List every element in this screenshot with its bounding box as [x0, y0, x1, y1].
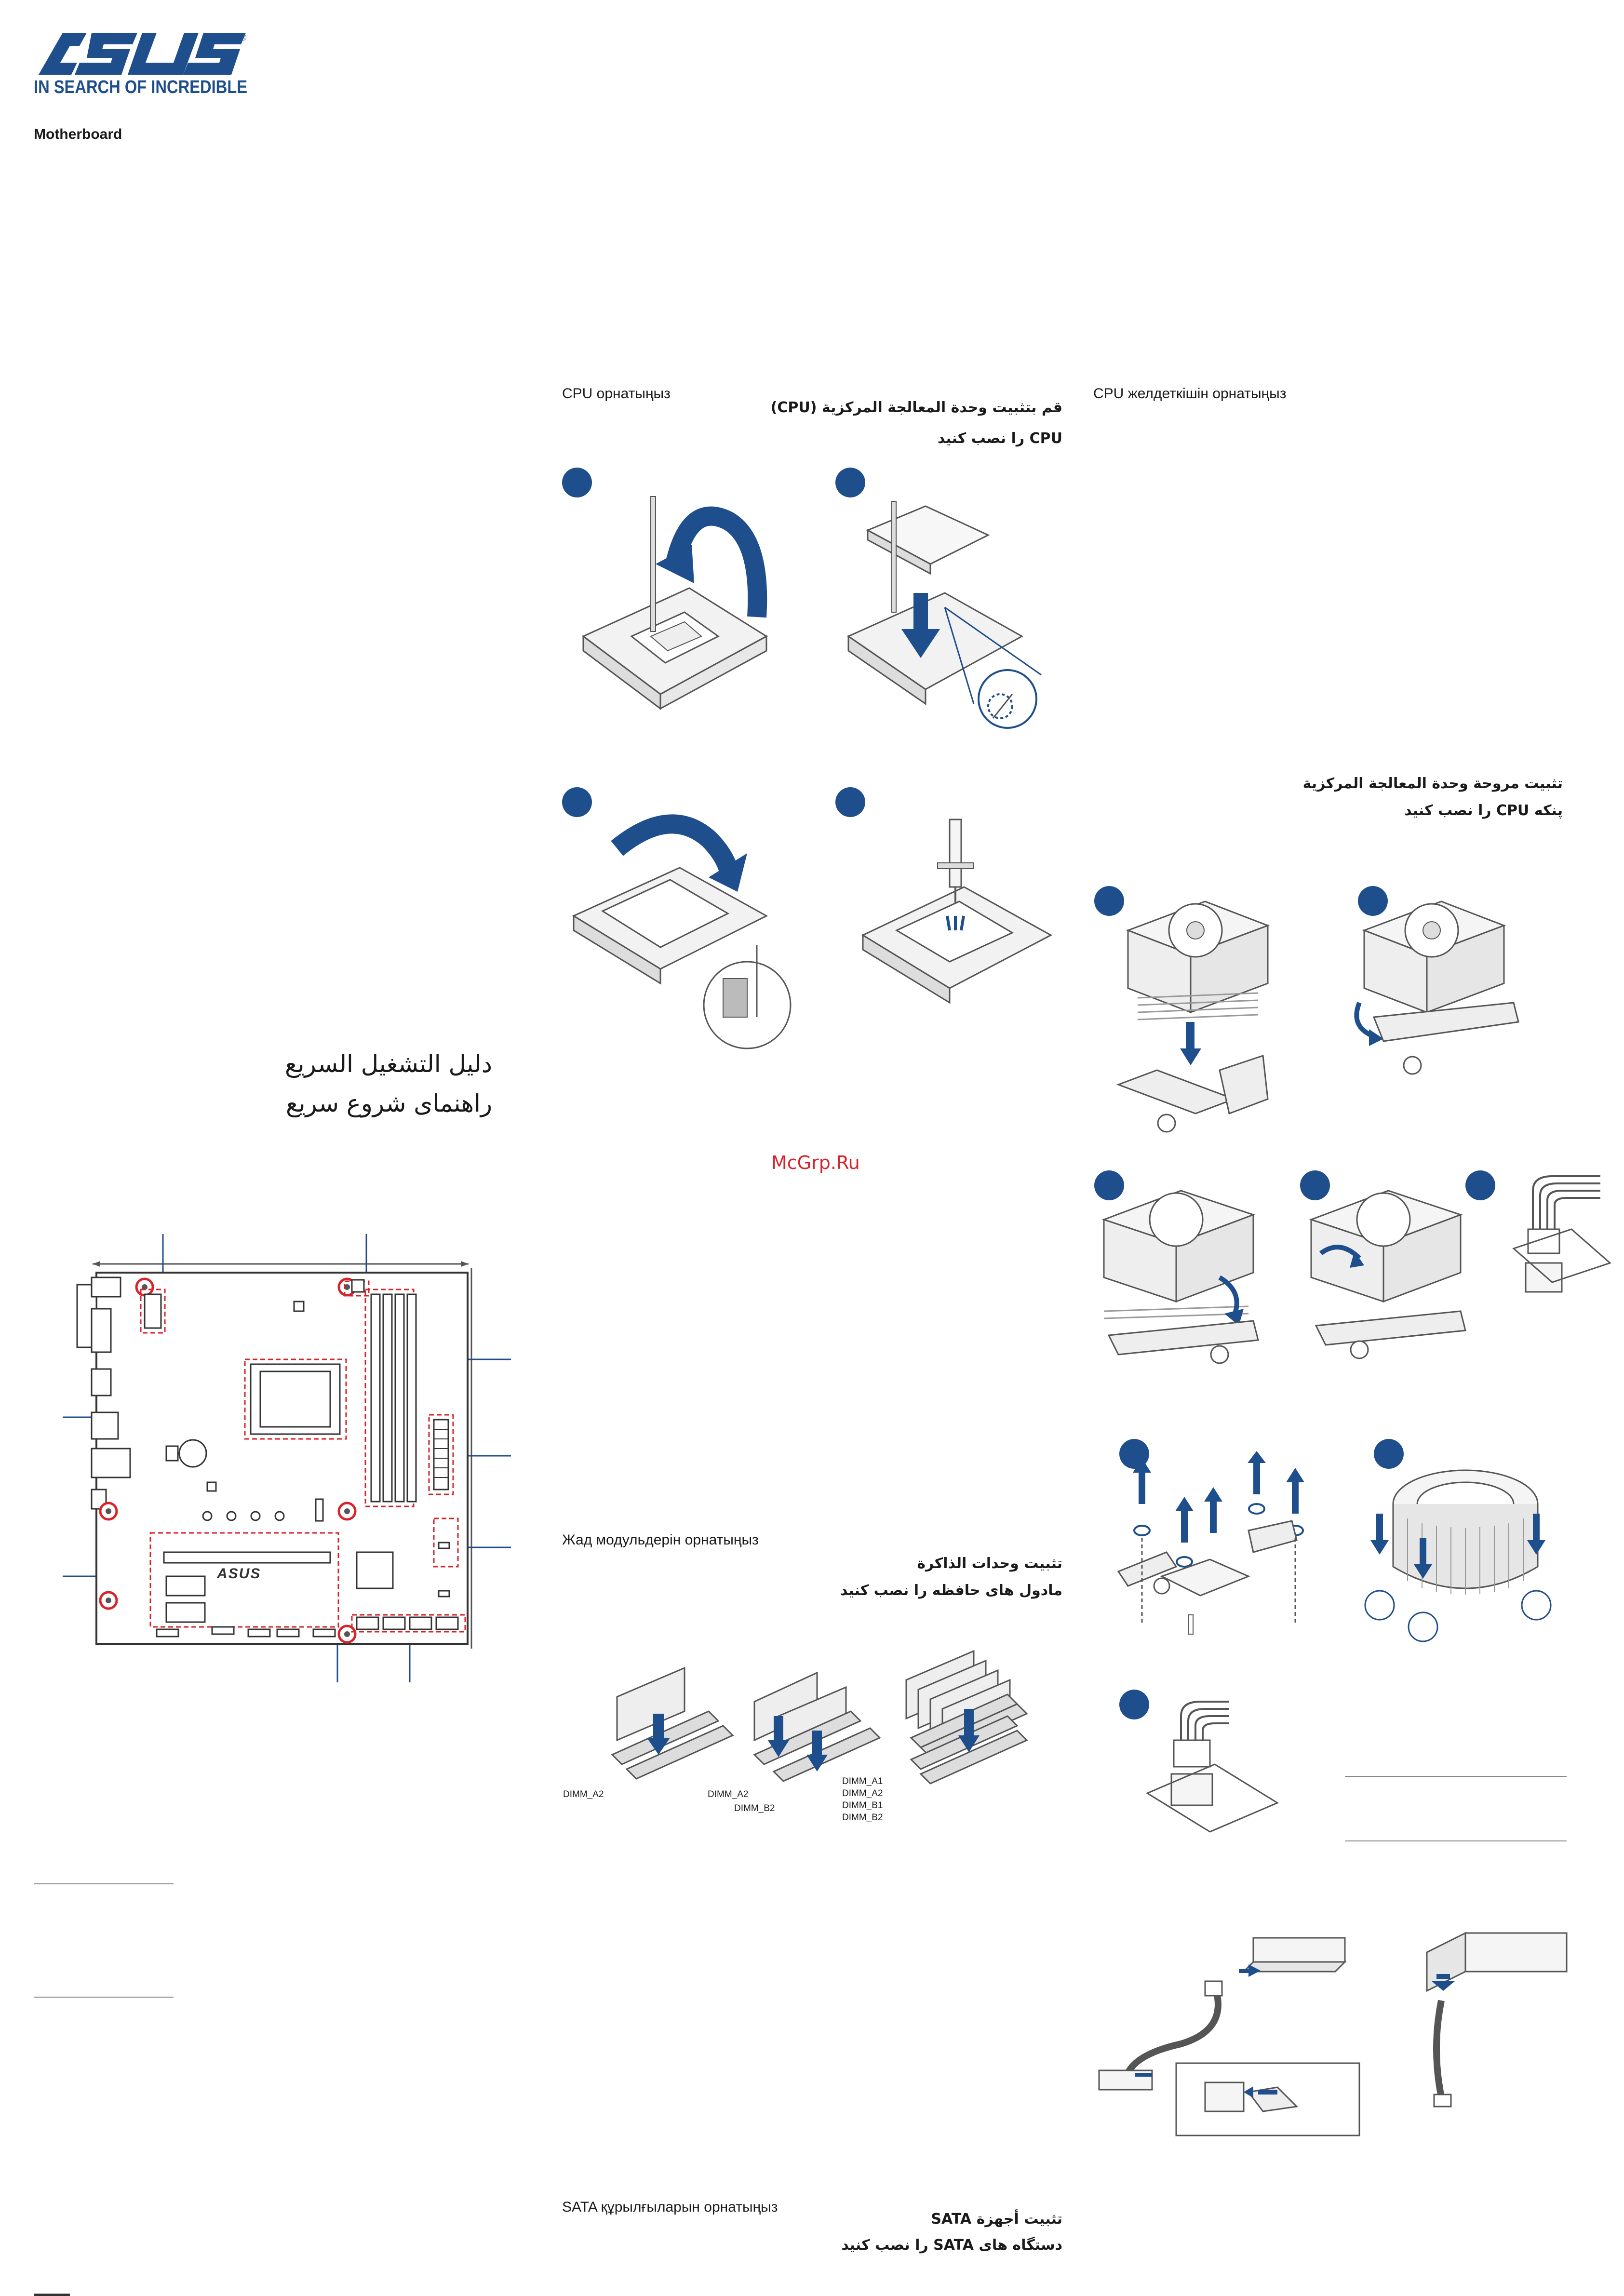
thermal-paste-illustration	[861, 819, 1053, 1004]
cooler-lock-illustration	[1101, 1190, 1259, 1364]
step-number-4	[835, 787, 865, 817]
cooler-place-illustration	[1116, 900, 1270, 1133]
cpu-lever-close-illustration	[572, 814, 792, 1049]
step-number-3	[1094, 1170, 1124, 1200]
dimm-label: DIMM_A2	[563, 1789, 604, 1799]
dimm-label: DIMM_A1	[842, 1776, 883, 1786]
footer-rule	[34, 2294, 70, 2296]
divider-rule	[1345, 1776, 1567, 1777]
dimm-label: DIMM_A2	[708, 1789, 749, 1799]
cooler-heading-kazakh: CPU желдеткішін орнатыңыз	[1093, 386, 1287, 402]
dimm-label: DIMM_B2	[842, 1813, 883, 1823]
sata-data-cable-illustration	[1426, 1932, 1568, 2108]
dimm-label: DIMM_A2	[842, 1788, 883, 1799]
step-number-b	[1374, 1439, 1404, 1469]
dimm-quad-illustration	[905, 1650, 1028, 1785]
registered-mark: ®	[240, 33, 247, 42]
dimm-dual-illustration	[753, 1671, 881, 1782]
product-label: Motherboard	[34, 126, 122, 142]
watermark-text: McGrp.Ru	[771, 1152, 860, 1173]
cooler-clip-illustration	[1354, 900, 1519, 1075]
memory-heading-arabic: تثبيت وحدات الذاكرة	[917, 1555, 1062, 1572]
brand-tagline: IN SEARCH OF INCREDIBLE	[34, 77, 248, 97]
sata-heading-arabic: تثبيت أجهزة SATA	[931, 2211, 1062, 2228]
quick-start-title-persian: راهنمای شروع سریع	[285, 1089, 492, 1117]
cpu-heading-persian: CPU را نصب کنید	[937, 430, 1062, 447]
step-number-2	[1358, 886, 1388, 916]
dimm-single-illustration	[611, 1666, 734, 1780]
memory-heading-kazakh: Жад модульдерін орнатыңыз	[562, 1532, 759, 1548]
cooler-heading-persian: پنکه CPU را نصب کنید	[1404, 802, 1563, 819]
stock-cooler-remove-illustration	[1117, 1451, 1304, 1635]
dimm-label: DIMM_B2	[734, 1803, 775, 1813]
divider-rule	[34, 1997, 174, 1998]
step-number-1	[1094, 886, 1124, 916]
dimm-label: DIMM_B1	[842, 1800, 883, 1811]
stock-cooler-install-illustration	[1364, 1469, 1552, 1642]
sata-power-cable-illustration	[1098, 1937, 1360, 2136]
fan-header-illustration	[1512, 1175, 1611, 1293]
cpu-heading-arabic: قم بتثبيت وحدة المعالجة المركزية (CPU)	[770, 399, 1062, 416]
cpu-insert-illustration	[846, 501, 1042, 729]
sata-heading-kazakh: SATA құрылғыларын орнатыңыз	[562, 2199, 778, 2215]
asus-logo-icon	[39, 33, 246, 75]
step-number-3	[562, 787, 592, 817]
step-number-2	[835, 468, 865, 497]
cpu-socket-lever-illustration	[582, 496, 768, 710]
step-number-1	[562, 468, 592, 497]
motherboard-layout-diagram	[63, 1234, 511, 1682]
cpu-heading-kazakh: CPU орнатыңыз	[562, 386, 671, 402]
step-number-c	[1119, 1690, 1149, 1719]
board-logo: ASUS	[217, 1566, 261, 1582]
step-number-4	[1300, 1170, 1330, 1200]
divider-rule	[34, 1883, 174, 1884]
stock-fan-header-illustration	[1145, 1701, 1279, 1833]
quick-start-title-arabic: دليل التشغيل السريع	[285, 1050, 492, 1078]
brand-logo: ® IN SEARCH OF INCREDIBLE	[34, 29, 248, 101]
cooler-lever-illustration	[1309, 1190, 1466, 1359]
sata-heading-persian: دستگاه های SATA را نصب کنید	[841, 2237, 1062, 2254]
step-number-5	[1465, 1170, 1495, 1200]
memory-heading-persian: مادول های حافظه را نصب کنید	[840, 1582, 1062, 1599]
divider-rule	[1345, 1840, 1567, 1841]
cooler-heading-arabic: تثبيت مروحة وحدة المعالجة المركزية	[1302, 775, 1563, 792]
